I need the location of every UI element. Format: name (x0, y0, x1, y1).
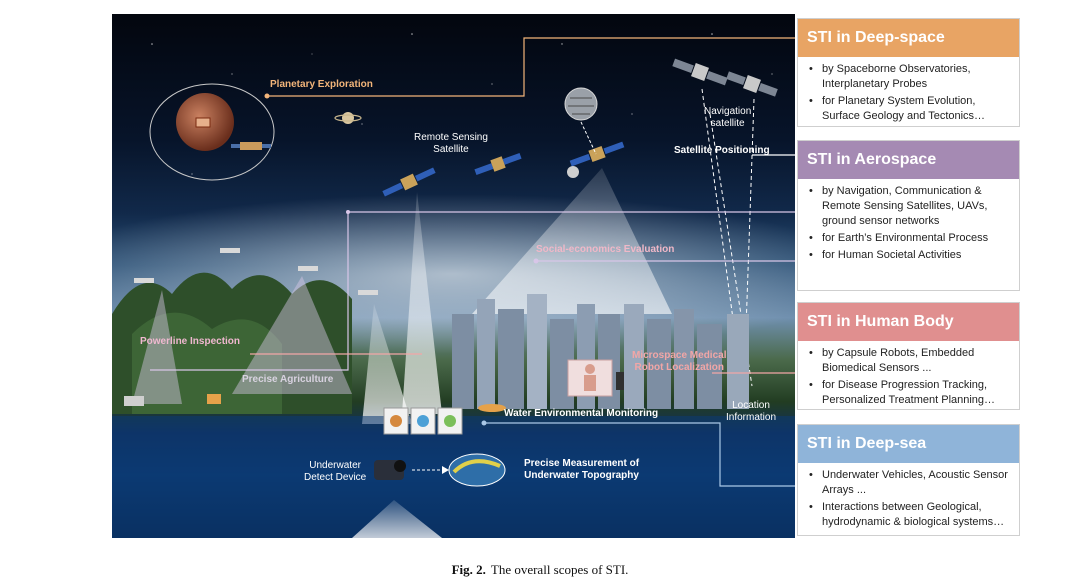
powerline-beam (132, 290, 182, 404)
water-maps-icon (383, 407, 463, 435)
caption-text: The overall scopes of STI. (490, 562, 629, 577)
label-underwater-device: Underwater Detect Device (304, 460, 367, 483)
panel-aerospace: STI in Aerospace by Navigation, Communic… (797, 140, 1020, 291)
panel-item: Underwater Vehicles, Acoustic Sensor Arr… (809, 468, 1013, 498)
label-planetary-exploration: Planetary Exploration (270, 79, 373, 90)
label-underwater-topography: Precise Measurement of Underwater Topogr… (524, 458, 640, 481)
connector-lines (150, 37, 795, 487)
label-satellite-positioning: Satellite Positioning (674, 145, 770, 156)
sensing-beam-2 (472, 168, 672, 314)
drone-beam (362, 304, 412, 424)
caption-label: Fig. 2. (451, 562, 486, 577)
agri-robot-icon (207, 394, 221, 404)
city-skyline (452, 294, 749, 409)
agriculture-beam (232, 276, 352, 394)
label-powerline-inspection: Powerline Inspection (140, 336, 241, 347)
stars (151, 33, 773, 175)
moon-icon (567, 166, 579, 178)
panel-list: Underwater Vehicles, Acoustic Sensor Arr… (798, 463, 1019, 536)
drones-icon (134, 248, 378, 295)
label-remote-sensing-satellite: Remote Sensing Satellite (414, 132, 488, 155)
panel-item: for Earth’s Environmental Process (809, 231, 1013, 246)
mars-planet-icon (149, 83, 275, 181)
label-water-monitoring: Water Environmental Monitoring (504, 408, 659, 419)
panel-list: by Spaceborne Observatories, Interplanet… (798, 57, 1019, 130)
panel-list: by Capsule Robots, Embedded Biomedical S… (798, 341, 1019, 414)
navigation-satellites-icon (672, 58, 778, 97)
panel-deep-space: STI in Deep-space by Spaceborne Observat… (797, 18, 1020, 127)
panel-human-body: STI in Human Body by Capsule Robots, Emb… (797, 302, 1020, 410)
panel-item: for Human Societal Activities (809, 248, 1013, 263)
remote-sensing-satellites-icon (382, 141, 625, 197)
panel-item: for Planetary System Evolution, Surface … (809, 94, 1013, 124)
panel-title: STI in Deep-space (798, 19, 1019, 57)
boat-icon (478, 404, 506, 412)
sensing-beam-1 (402, 192, 442, 414)
label-precise-agriculture: Precise Agriculture (242, 374, 334, 385)
underwater-beam (352, 500, 442, 538)
panel-item: by Spaceborne Observatories, Interplanet… (809, 62, 1013, 92)
saturn-icon (334, 112, 362, 124)
scene-artwork (112, 33, 795, 538)
panel-item: Interactions between Geological, hydrody… (809, 500, 1013, 530)
label-microspace-medical: Microspace Medical Robot Localization (632, 350, 727, 373)
label-social-economics: Social-economics Evaluation (536, 244, 675, 255)
label-location-information: Location Information (726, 400, 777, 423)
panel-title: STI in Deep-sea (798, 425, 1019, 463)
ground-robot-icon (124, 396, 144, 406)
figure-caption: Fig. 2. The overall scopes of STI. (0, 562, 1080, 578)
panel-list: by Navigation, Communication & Remote Se… (798, 179, 1019, 269)
globe-image-icon (564, 87, 598, 121)
underwater-device-icon (374, 460, 406, 480)
forest (112, 272, 352, 414)
label-navigation-satellite: Navigation satellite (704, 106, 752, 129)
sti-scope-illustration: Planetary Exploration Remote Sensing Sat… (112, 14, 795, 538)
panel-item: by Navigation, Communication & Remote Se… (809, 184, 1013, 229)
panel-title: STI in Aerospace (798, 141, 1019, 179)
panel-title: STI in Human Body (798, 303, 1019, 341)
human-body-icon (567, 359, 624, 397)
panel-deep-sea: STI in Deep-sea Underwater Vehicles, Aco… (797, 424, 1020, 536)
panel-item: by Capsule Robots, Embedded Biomedical S… (809, 346, 1013, 376)
panel-item: for Disease Progression Tracking, Person… (809, 378, 1013, 408)
